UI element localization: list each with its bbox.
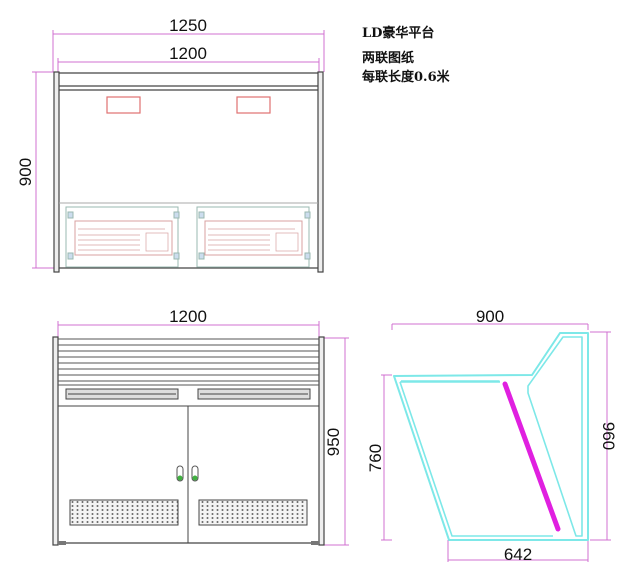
door-handle-right[interactable] xyxy=(191,465,199,482)
front-frame xyxy=(52,336,325,546)
top-dimensions xyxy=(32,30,325,269)
keyboard-tray-left xyxy=(65,206,180,268)
top-frame xyxy=(53,71,324,273)
dim-900-side: 900 xyxy=(476,307,504,326)
top-view: 1250 1200 900 xyxy=(16,16,325,273)
accent-light-bar xyxy=(502,381,561,532)
indicator-left xyxy=(106,96,141,114)
dim-1200-front: 1200 xyxy=(169,307,207,326)
perforated-panel-right xyxy=(198,499,308,526)
front-dimensions xyxy=(57,321,349,546)
dim-1250: 1250 xyxy=(169,16,207,35)
dim-900-top: 900 xyxy=(16,158,35,186)
indicator-right xyxy=(236,96,271,114)
foot-left xyxy=(58,541,66,545)
perforated-panel-left xyxy=(69,499,179,526)
note-line-3: 每联长度0.6米 xyxy=(362,70,450,85)
note-title: LD豪华平台 xyxy=(362,26,435,41)
dim-960: 960 xyxy=(599,422,618,450)
side-outline-outer xyxy=(393,332,589,541)
door-handle-left[interactable] xyxy=(176,465,184,482)
keyboard-icon xyxy=(74,220,173,256)
foot-right xyxy=(311,541,319,545)
dim-642: 642 xyxy=(504,545,532,564)
front-vents xyxy=(58,388,319,407)
dim-760: 760 xyxy=(366,444,385,472)
dim-950: 950 xyxy=(324,428,343,456)
dim-1200-top: 1200 xyxy=(169,44,207,63)
side-outline-inner xyxy=(399,336,583,537)
keyboard-icon xyxy=(204,220,303,256)
roll-shutter xyxy=(58,338,319,386)
side-dimensions xyxy=(381,323,611,562)
keyboard-tray-right xyxy=(196,206,311,268)
side-view: 900 960 760 642 xyxy=(366,307,618,564)
front-view: 1200 950 xyxy=(52,307,349,546)
note-line-2: 两联图纸 xyxy=(362,51,415,66)
